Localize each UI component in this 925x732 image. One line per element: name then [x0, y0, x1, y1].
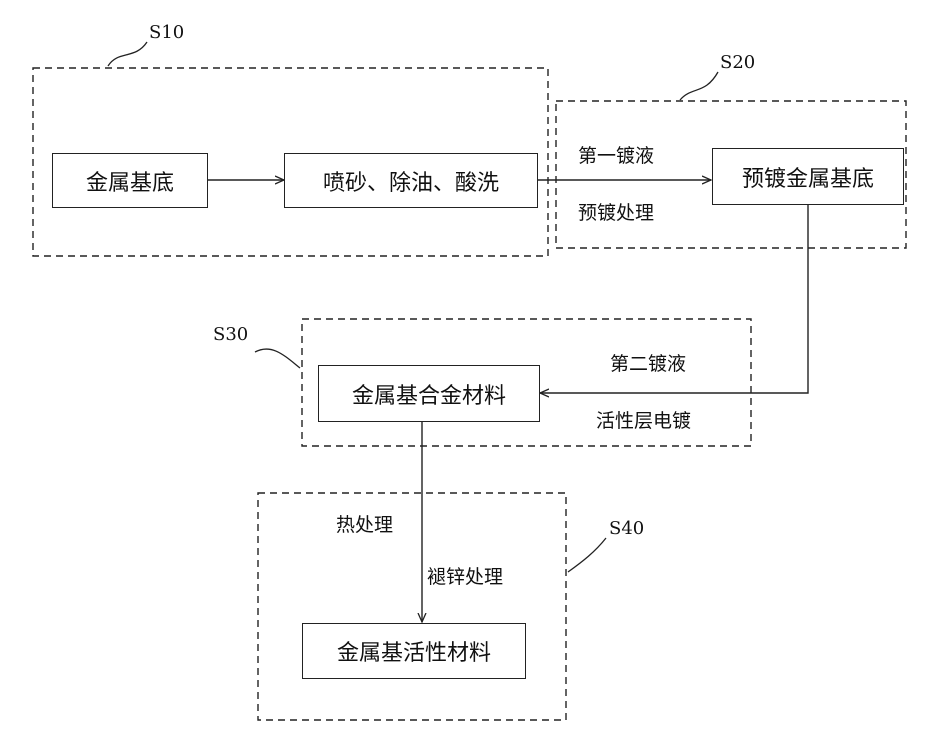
step-label-s30: S30 [213, 324, 248, 345]
step-label-s40: S40 [609, 518, 644, 539]
node-metal-substrate: 金属基底 [52, 153, 208, 208]
edge-label-preplating-treatment: 预镀处理 [578, 198, 654, 225]
edge-label-dezincification: 褪锌处理 [427, 562, 503, 589]
leader-s30 [255, 349, 300, 368]
edge-label-first-plating-solution: 第一镀液 [578, 141, 654, 168]
node-pretreatment: 喷砂、除油、酸洗 [284, 153, 538, 208]
leader-s40 [568, 538, 606, 572]
node-alloy-material: 金属基合金材料 [318, 365, 540, 422]
edge-label-active-layer-electroplating: 活性层电镀 [596, 406, 691, 433]
leader-s20 [680, 72, 718, 100]
edge-label-heat-treatment: 热处理 [336, 510, 393, 537]
group-s40-frame [258, 493, 566, 720]
step-label-s20: S20 [720, 52, 755, 73]
step-label-s10: S10 [149, 22, 184, 43]
leader-s10 [108, 42, 147, 66]
node-active-material: 金属基活性材料 [302, 623, 526, 679]
node-preplated-substrate: 预镀金属基底 [712, 148, 904, 205]
edge-label-second-plating-solution: 第二镀液 [610, 349, 686, 376]
